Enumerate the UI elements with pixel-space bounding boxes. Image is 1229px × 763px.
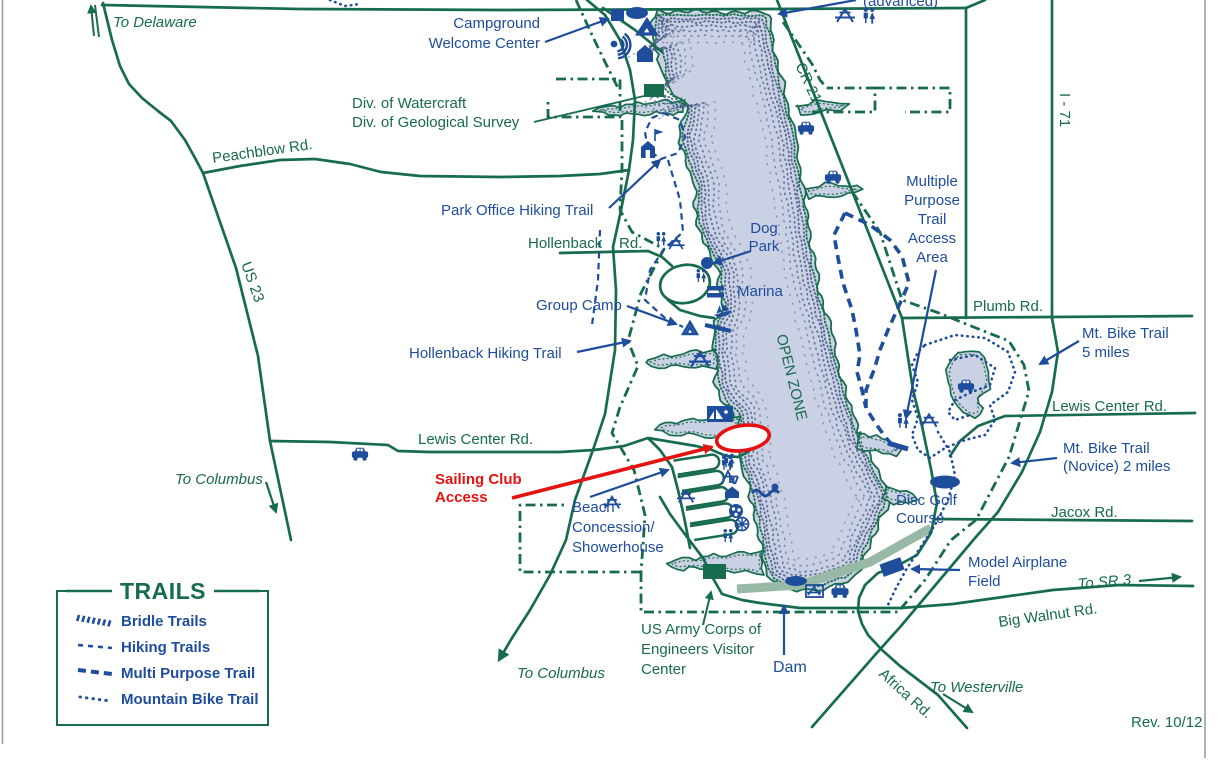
svg-text:Mt. Bike Trail: Mt. Bike Trail [1063, 440, 1150, 457]
svg-text:Park: Park [749, 238, 780, 255]
svg-text:Concession/: Concession/ [572, 519, 655, 536]
svg-text:Div. of Watercraft: Div. of Watercraft [352, 95, 467, 112]
svg-text:Hollenback Hiking Trail: Hollenback Hiking Trail [409, 345, 562, 362]
svg-text:(Novice) 2 miles: (Novice) 2 miles [1063, 458, 1171, 475]
svg-text:I - 71: I - 71 [1056, 93, 1073, 127]
svg-text:Area: Area [916, 249, 948, 266]
svg-text:Park Office Hiking Trail: Park Office Hiking Trail [441, 202, 593, 219]
svg-text:Jacox Rd.: Jacox Rd. [1051, 504, 1118, 521]
svg-text:Mountain Bike Trail: Mountain Bike Trail [121, 691, 259, 708]
svg-text:Plumb Rd.: Plumb Rd. [973, 298, 1043, 315]
svg-text:Div. of Geological Survey: Div. of Geological Survey [352, 114, 520, 131]
svg-text:Lewis Center Rd.: Lewis Center Rd. [418, 431, 533, 448]
svg-text:Bridle Trails: Bridle Trails [121, 613, 207, 630]
svg-text:Sailing Club: Sailing Club [435, 471, 522, 488]
svg-text:Engineers Visitor: Engineers Visitor [641, 641, 754, 658]
svg-text:Mt. Bike Trail: Mt. Bike Trail [1082, 325, 1169, 342]
svg-text:To Columbus: To Columbus [175, 471, 263, 488]
svg-text:Hiking Trails: Hiking Trails [121, 639, 210, 656]
svg-text:Welcome Center: Welcome Center [429, 35, 540, 52]
svg-text:5 miles: 5 miles [1082, 344, 1130, 361]
svg-text:Dog: Dog [750, 220, 778, 237]
svg-text:Rd.: Rd. [619, 235, 642, 252]
svg-text:Campground: Campground [453, 15, 540, 32]
svg-text:Lewis Center Rd.: Lewis Center Rd. [1052, 398, 1167, 415]
svg-text:Purpose: Purpose [904, 192, 960, 209]
svg-text:Multi Purpose Trail: Multi Purpose Trail [121, 665, 255, 682]
svg-text:Group Camp: Group Camp [536, 297, 622, 314]
svg-text:Dam: Dam [773, 659, 807, 676]
svg-text:Showerhouse: Showerhouse [572, 539, 664, 556]
svg-text:Marina: Marina [737, 283, 784, 300]
svg-text:Hollenback: Hollenback [528, 235, 603, 252]
svg-text:(advanced): (advanced) [863, 0, 938, 10]
svg-text:Beach: Beach [572, 499, 615, 516]
svg-text:To Westerville: To Westerville [930, 679, 1023, 696]
svg-text:Course: Course [896, 510, 944, 527]
svg-text:To Columbus: To Columbus [517, 665, 605, 682]
svg-text:Center: Center [641, 661, 686, 678]
svg-text:Access: Access [908, 230, 956, 247]
svg-text:US Army Corps of: US Army Corps of [641, 621, 762, 638]
svg-text:To SR 3: To SR 3 [1077, 571, 1133, 593]
svg-text:Field: Field [968, 573, 1001, 590]
svg-text:Access: Access [435, 489, 488, 506]
svg-text:Rev. 10/12: Rev. 10/12 [1131, 714, 1202, 731]
svg-text:TRAILS: TRAILS [120, 578, 206, 604]
svg-text:Trail: Trail [918, 211, 947, 228]
svg-text:To Delaware: To Delaware [113, 14, 197, 31]
svg-text:Disc Golf: Disc Golf [896, 492, 958, 509]
svg-text:Model Airplane: Model Airplane [968, 554, 1067, 571]
svg-text:Multiple: Multiple [906, 173, 958, 190]
